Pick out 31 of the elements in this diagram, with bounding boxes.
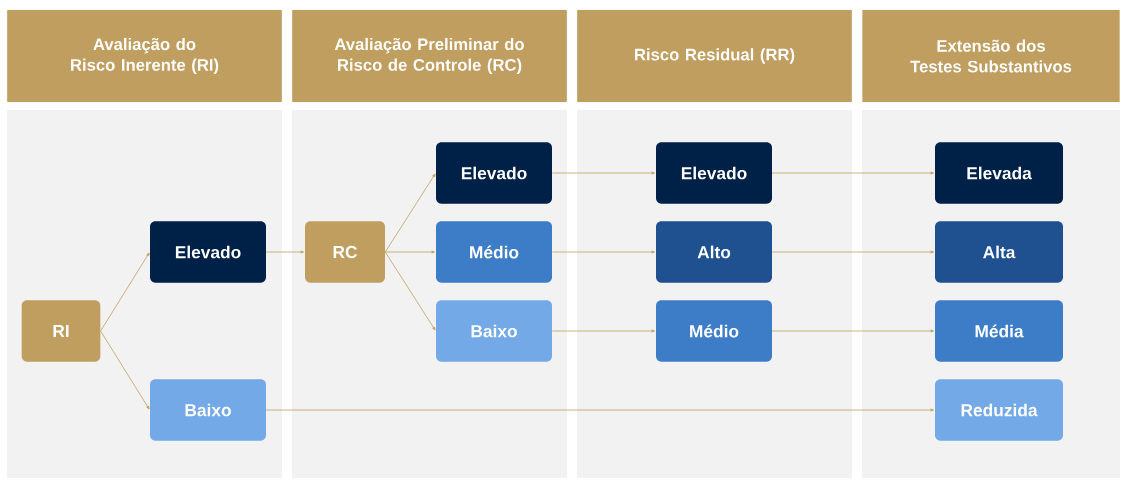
header-band: Extensão dos Testes Substantivos [862, 10, 1120, 102]
process-box: Elevado [656, 142, 772, 204]
arrow [100, 330, 150, 410]
process-box: Elevado [436, 142, 552, 204]
process-box: RC [305, 221, 385, 283]
arrow [551, 329, 655, 333]
arrow [384, 250, 435, 254]
process-box: Médio [436, 221, 552, 283]
process-box: Médio [656, 300, 772, 362]
arrow [771, 171, 934, 175]
arrow [100, 252, 150, 332]
process-box: Alto [656, 221, 772, 283]
process-box: Alta [935, 221, 1063, 283]
arrow [265, 408, 934, 412]
process-box: Média [935, 300, 1063, 362]
arrow [551, 250, 655, 254]
process-box: Elevado [150, 221, 266, 283]
arrow [771, 329, 934, 333]
arrow [551, 171, 655, 175]
header-band: Avaliação do Risco Inerente (RI) [7, 10, 282, 102]
process-box: Reduzida [935, 379, 1063, 441]
process-box: Baixo [436, 300, 552, 362]
arrow [265, 250, 304, 254]
process-box: Baixo [150, 379, 266, 441]
header-band: Avaliação Preliminar do Risco de Controle (RC) [292, 10, 567, 102]
arrow [384, 173, 436, 253]
process-box: RI [21, 300, 101, 362]
arrow [771, 250, 934, 254]
arrow [384, 251, 436, 331]
process-box: Elevada [935, 142, 1063, 204]
header-band: Risco Residual (RR) [577, 10, 852, 102]
